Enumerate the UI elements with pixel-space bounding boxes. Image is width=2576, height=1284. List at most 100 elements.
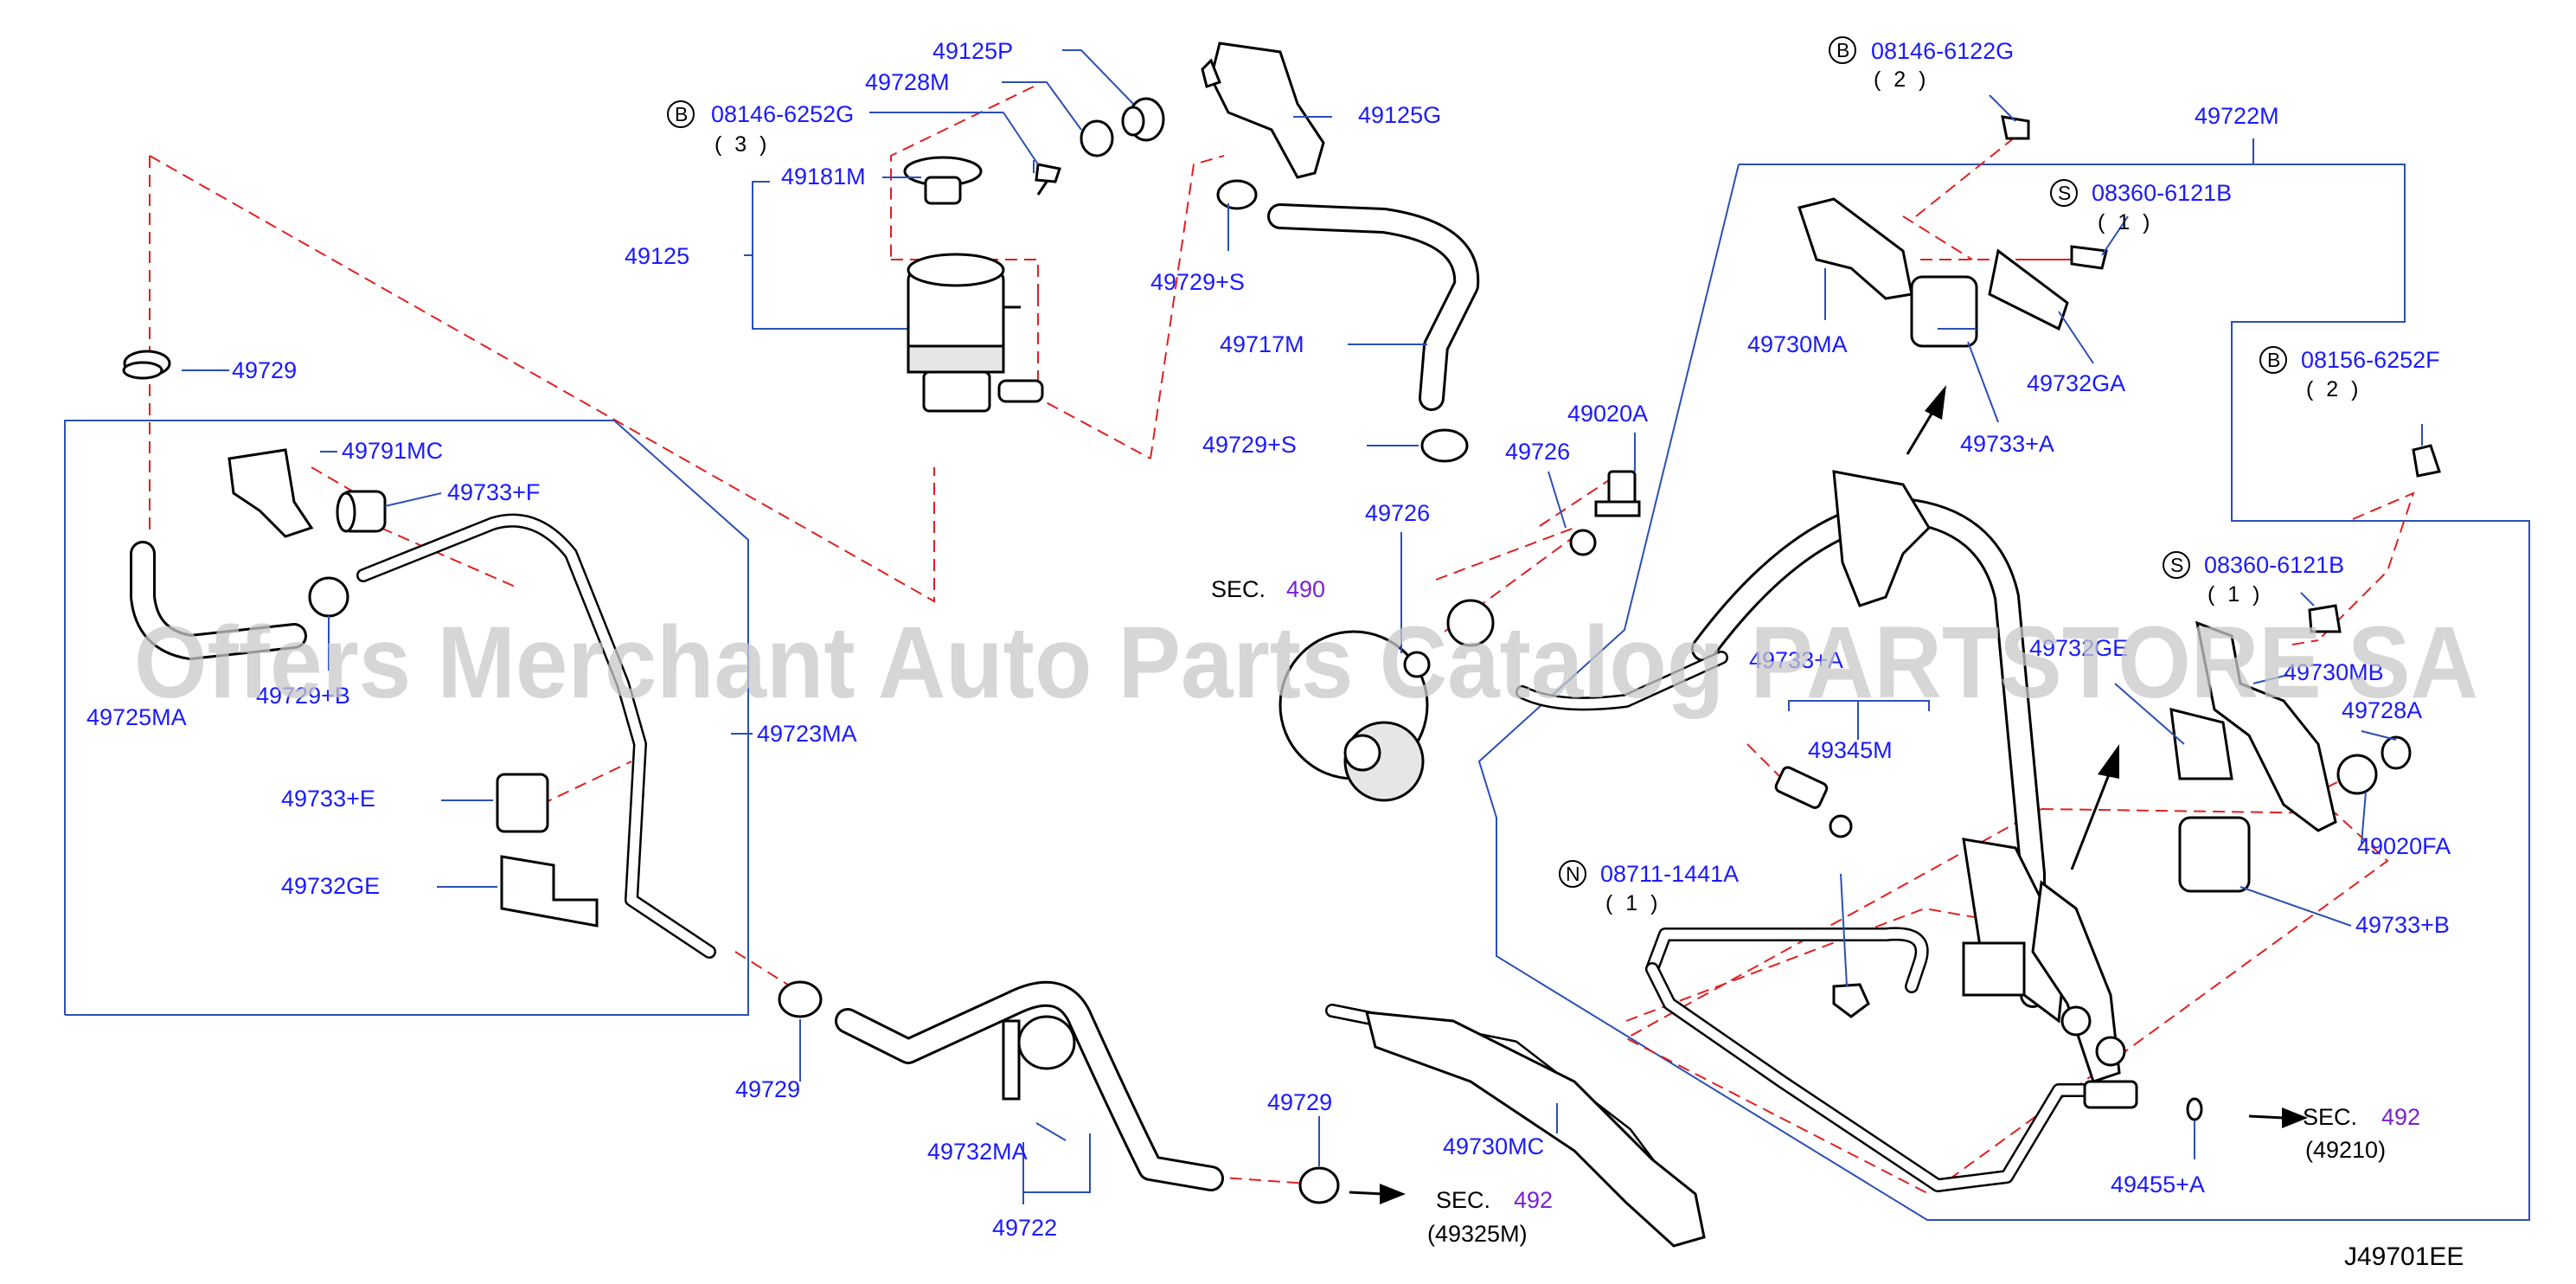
callout-qty: ( 2 ) — [2306, 377, 2361, 401]
label-49726-right[interactable]: 49726 — [1505, 439, 1570, 465]
section-492a-link[interactable]: 492 — [1514, 1187, 1553, 1213]
label-49728A[interactable]: 49728A — [2342, 697, 2422, 723]
label-49181M[interactable]: 49181M — [781, 164, 866, 189]
callout-part[interactable]: 08156-6252F — [2301, 347, 2440, 373]
callout-circles — [667, 36, 2287, 888]
label-49729S-2[interactable]: 49729+S — [1202, 432, 1297, 458]
label-49722M[interactable]: 49722M — [2195, 103, 2279, 129]
collar-49728A — [2381, 735, 2412, 770]
label-49717M[interactable]: 49717M — [1220, 331, 1304, 357]
label-49732MA[interactable]: 49732MA — [927, 1139, 1028, 1165]
label-49125[interactable]: 49125 — [625, 243, 689, 269]
label-49125P[interactable]: 49125P — [932, 38, 1013, 64]
callout-letter: N — [1566, 863, 1580, 885]
switch-49345M — [1774, 766, 1829, 809]
callout-qty: ( 1 ) — [2098, 210, 2153, 234]
clip-49732GE-left — [500, 855, 599, 928]
fitting-49455A — [2083, 1080, 2138, 1109]
label-49733E[interactable]: 49733+E — [281, 786, 375, 812]
bolt-08146-6252G — [1035, 163, 1061, 196]
pump-section-490 — [1278, 630, 1429, 802]
section-492b-link[interactable]: 492 — [2381, 1104, 2420, 1130]
leader-lines — [182, 49, 2423, 1166]
label-49732GE-right[interactable]: 49732GE — [2029, 635, 2128, 661]
direction-arrows — [1349, 385, 2308, 1204]
watermark-text: Offers Merchant Auto Parts Catalog PARTS… — [134, 606, 2478, 720]
grommet-49733A-top — [1910, 275, 1978, 348]
collar-49728M — [1080, 119, 1114, 157]
grommet-49733F — [336, 490, 387, 533]
label-49733B[interactable]: 49733+B — [2355, 912, 2450, 938]
label-49732GE-left[interactable]: 49732GE — [281, 873, 380, 899]
label-49723MA[interactable]: 49723MA — [757, 721, 857, 747]
clip-49732MA — [1002, 1015, 1076, 1101]
bushing-49125P — [1121, 97, 1165, 142]
section-492b-ref: (49210) — [2305, 1137, 2386, 1163]
label-49733A-top[interactable]: 49733+A — [1960, 431, 2054, 457]
bracket-49125 — [752, 181, 913, 330]
callout-qty: ( 1 ) — [1605, 891, 1661, 915]
diagram-code: J49701EE — [2344, 1242, 2464, 1271]
section-490-link[interactable]: 490 — [1286, 576, 1325, 602]
callout-part[interactable]: 08360-6121B — [2092, 180, 2232, 206]
nut-08711-1441A — [1832, 983, 1870, 1018]
bolt-08156-6252F — [2412, 444, 2441, 478]
clamp-49729-bottom-mid — [1298, 1166, 1340, 1204]
grommet-49733B — [2178, 816, 2251, 893]
label-49020FA[interactable]: 49020FA — [2357, 833, 2451, 859]
label-49729B[interactable]: 49729+B — [256, 683, 350, 709]
clip-49732GE-right — [2169, 708, 2233, 780]
label-49722[interactable]: 49722 — [992, 1215, 1057, 1241]
fitting-49733A-left — [1446, 599, 1495, 647]
section-492a-prefix: SEC. — [1436, 1187, 1490, 1213]
callout-letter: B — [2267, 349, 2280, 371]
label-49726-left[interactable]: 49726 — [1365, 500, 1430, 526]
callout-qty: ( 3 ) — [714, 132, 770, 157]
label-49728M[interactable]: 49728M — [865, 69, 950, 95]
label-49732GA[interactable]: 49732GA — [2027, 370, 2125, 396]
eye-bolt-49020A — [1594, 470, 1641, 517]
section-490-prefix: SEC. — [1211, 576, 1266, 602]
bolt-08360-6121B-right — [2308, 604, 2342, 633]
hoses — [130, 203, 2109, 1210]
label-49733A-mid[interactable]: 49733+A — [1749, 647, 1843, 673]
clamp-49729-top — [122, 350, 171, 380]
reservoir-tank — [907, 253, 1044, 413]
label-49729-bottom-mid[interactable]: 49729 — [1267, 1089, 1332, 1115]
label-49730MA[interactable]: 49730MA — [1747, 331, 1848, 357]
callout-part[interactable]: 08711-1441A — [1600, 861, 1739, 887]
callout-part[interactable]: 08146-6252G — [711, 101, 854, 127]
label-49730MC[interactable]: 49730MC — [1443, 1133, 1544, 1159]
section-492a-ref: (49325M) — [1427, 1221, 1528, 1247]
label-49729-top[interactable]: 49729 — [232, 357, 297, 383]
clamp-49729S-1 — [1216, 179, 1258, 210]
clamp-49729S-2 — [1420, 428, 1469, 463]
callout-part[interactable]: 08360-6121B — [2204, 552, 2344, 578]
bracket-49125G — [1201, 42, 1325, 179]
washer-49726-right — [1569, 529, 1597, 556]
label-49020A[interactable]: 49020A — [1567, 401, 1648, 427]
bolt-08146-6122G — [2001, 115, 2030, 140]
lower-bracket-plate — [2031, 880, 2126, 1083]
label-49725MA[interactable]: 49725MA — [87, 704, 187, 730]
label-49125G[interactable]: 49125G — [1358, 102, 1441, 128]
label-49729-bottom-left[interactable]: 49729 — [735, 1076, 800, 1102]
callout-letter: B — [675, 103, 688, 125]
label-49345M[interactable]: 49345M — [1808, 737, 1893, 763]
o-ring-49345M — [1829, 814, 1853, 838]
callout-letter: S — [2058, 182, 2071, 204]
part-labels: B 08146-6252G ( 3 ) B 08146-6122G ( 2 ) … — [87, 38, 2464, 1271]
callout-qty: ( 2 ) — [1874, 67, 1929, 92]
callout-part[interactable]: 08146-6122G — [1871, 38, 2014, 64]
grommet-49733E — [496, 773, 549, 833]
label-49730MB[interactable]: 49730MB — [2284, 659, 2384, 685]
label-49733F[interactable]: 49733+F — [447, 479, 540, 505]
label-49455A[interactable]: 49455+A — [2111, 1172, 2205, 1197]
clip-49732GA — [1988, 248, 2069, 331]
bracket-49730MC — [1365, 1011, 1706, 1248]
label-49729S-1[interactable]: 49729+S — [1150, 269, 1245, 295]
callout-letter: B — [1836, 39, 1849, 61]
label-49791MC[interactable]: 49791MC — [342, 438, 443, 464]
center-bracket — [1962, 838, 2069, 1024]
group-box-right — [1477, 164, 2530, 1221]
